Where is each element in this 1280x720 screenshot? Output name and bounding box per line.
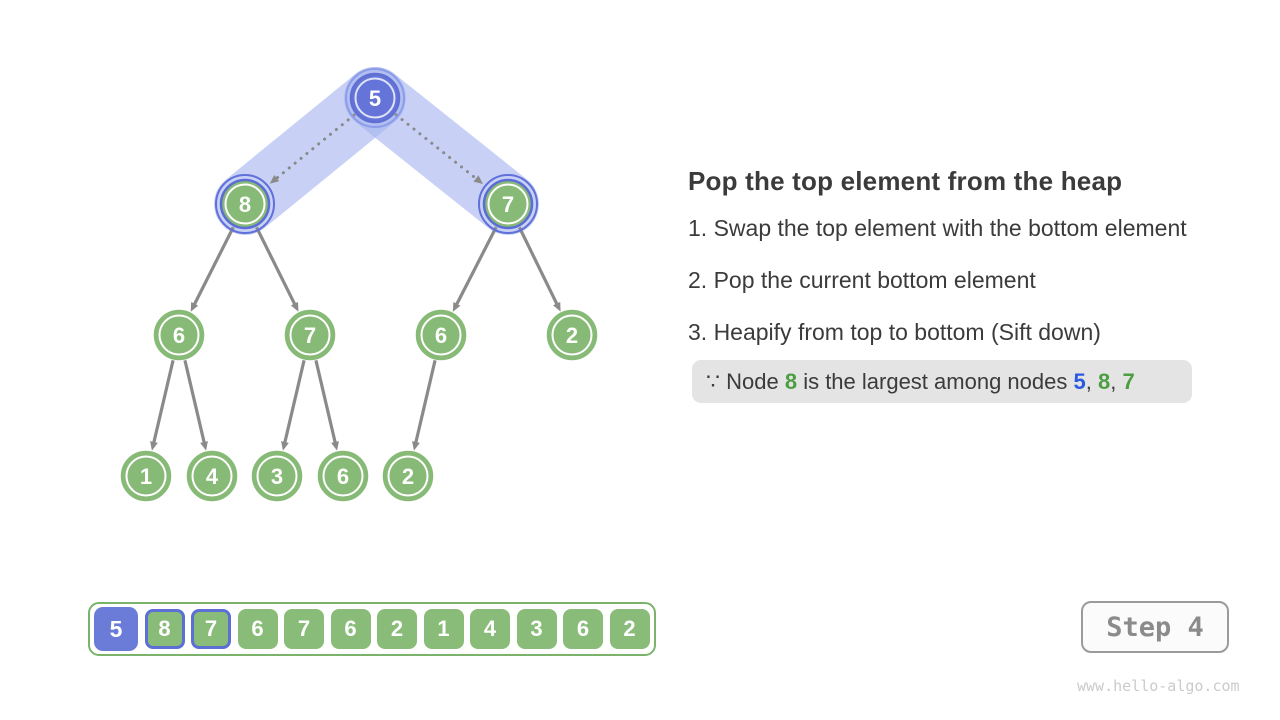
array-cell: 8 (144, 609, 185, 649)
tree-edge (150, 359, 175, 451)
array-cell: 5 (94, 607, 138, 651)
node-value: 4 (206, 464, 219, 489)
tree-node: 4 (186, 450, 238, 502)
note-text-segment: 5 (1073, 369, 1086, 394)
array-cell: 7 (191, 609, 231, 649)
tree-node: 2 (382, 450, 434, 502)
tree-edge (190, 226, 235, 312)
tree-node: 6 (153, 309, 205, 361)
array-cell: 6 (237, 609, 278, 649)
node-value: 2 (402, 464, 414, 489)
node-value: 7 (304, 323, 316, 348)
note-text-segment: 8 (784, 369, 798, 394)
step-indicator-button[interactable]: Step 4 (1081, 601, 1229, 653)
tree-node: 1 (120, 450, 172, 502)
tree-edge (412, 359, 437, 451)
node-value: 7 (502, 192, 514, 217)
node-value: 2 (566, 323, 578, 348)
node-value: 1 (140, 464, 152, 489)
instruction-step: 2. Pop the current bottom element (688, 267, 1036, 293)
note-text-segment: 7 (1122, 369, 1135, 394)
sift-arrow (269, 113, 356, 184)
tree-edge (255, 226, 299, 312)
note-box: ∵ Node 8 is the largest among nodes 5, 8… (692, 360, 1192, 403)
instruction-step: 3. Heapify from top to bottom (Sift down… (688, 319, 1101, 345)
note-text-segment: ∵ Node (706, 369, 785, 394)
node-value: 8 (239, 192, 251, 217)
node-selection-ring (478, 174, 538, 234)
tree-edge (314, 359, 339, 451)
tree-node: 2 (546, 309, 598, 361)
heap-tree-diagram: 5 8 7 6 7 6 2 1 4 3 6 2 (120, 67, 598, 502)
tree-node: 8 (215, 174, 275, 234)
explanation-panel: Pop the top element from the heap 1. Swa… (688, 0, 1248, 430)
note-text-segment: , (1110, 369, 1123, 394)
instruction-step: 1. Swap the top element with the bottom … (688, 215, 1187, 241)
array-cell: 2 (609, 609, 650, 649)
tree-edge (452, 226, 498, 312)
tree-edge (183, 359, 208, 451)
note-text-segment: is the largest among nodes (797, 369, 1074, 394)
watermark: www.hello-algo.com (1077, 677, 1240, 695)
node-value: 5 (369, 86, 381, 111)
step-indicator-label: Step 4 (1106, 611, 1204, 643)
node-value: 6 (435, 323, 447, 348)
array-cell: 6 (563, 609, 603, 649)
node-selection-ring (215, 174, 275, 234)
array-cell: 4 (470, 609, 510, 649)
note-text-segment: 8 (1097, 369, 1111, 394)
tree-edge (281, 359, 306, 451)
tree-node: 3 (251, 450, 303, 502)
array-cell: 1 (423, 609, 464, 649)
tree-node: 6 (415, 309, 467, 361)
panel-title: Pop the top element from the heap (688, 166, 1123, 196)
note-text-segment: , (1085, 369, 1098, 394)
tree-node: 5 (345, 68, 405, 128)
node-selection-ring (345, 68, 405, 128)
array-cell: 7 (284, 609, 324, 649)
tree-node: 7 (284, 309, 336, 361)
tree-edge (517, 226, 561, 312)
node-value: 6 (173, 323, 185, 348)
tree-node: 6 (317, 450, 369, 502)
array-cell: 2 (377, 609, 417, 649)
array-cell: 3 (516, 609, 557, 649)
array-cell: 6 (330, 609, 371, 649)
node-value: 6 (337, 464, 349, 489)
node-value: 3 (271, 464, 283, 489)
tree-node: 7 (478, 174, 538, 234)
